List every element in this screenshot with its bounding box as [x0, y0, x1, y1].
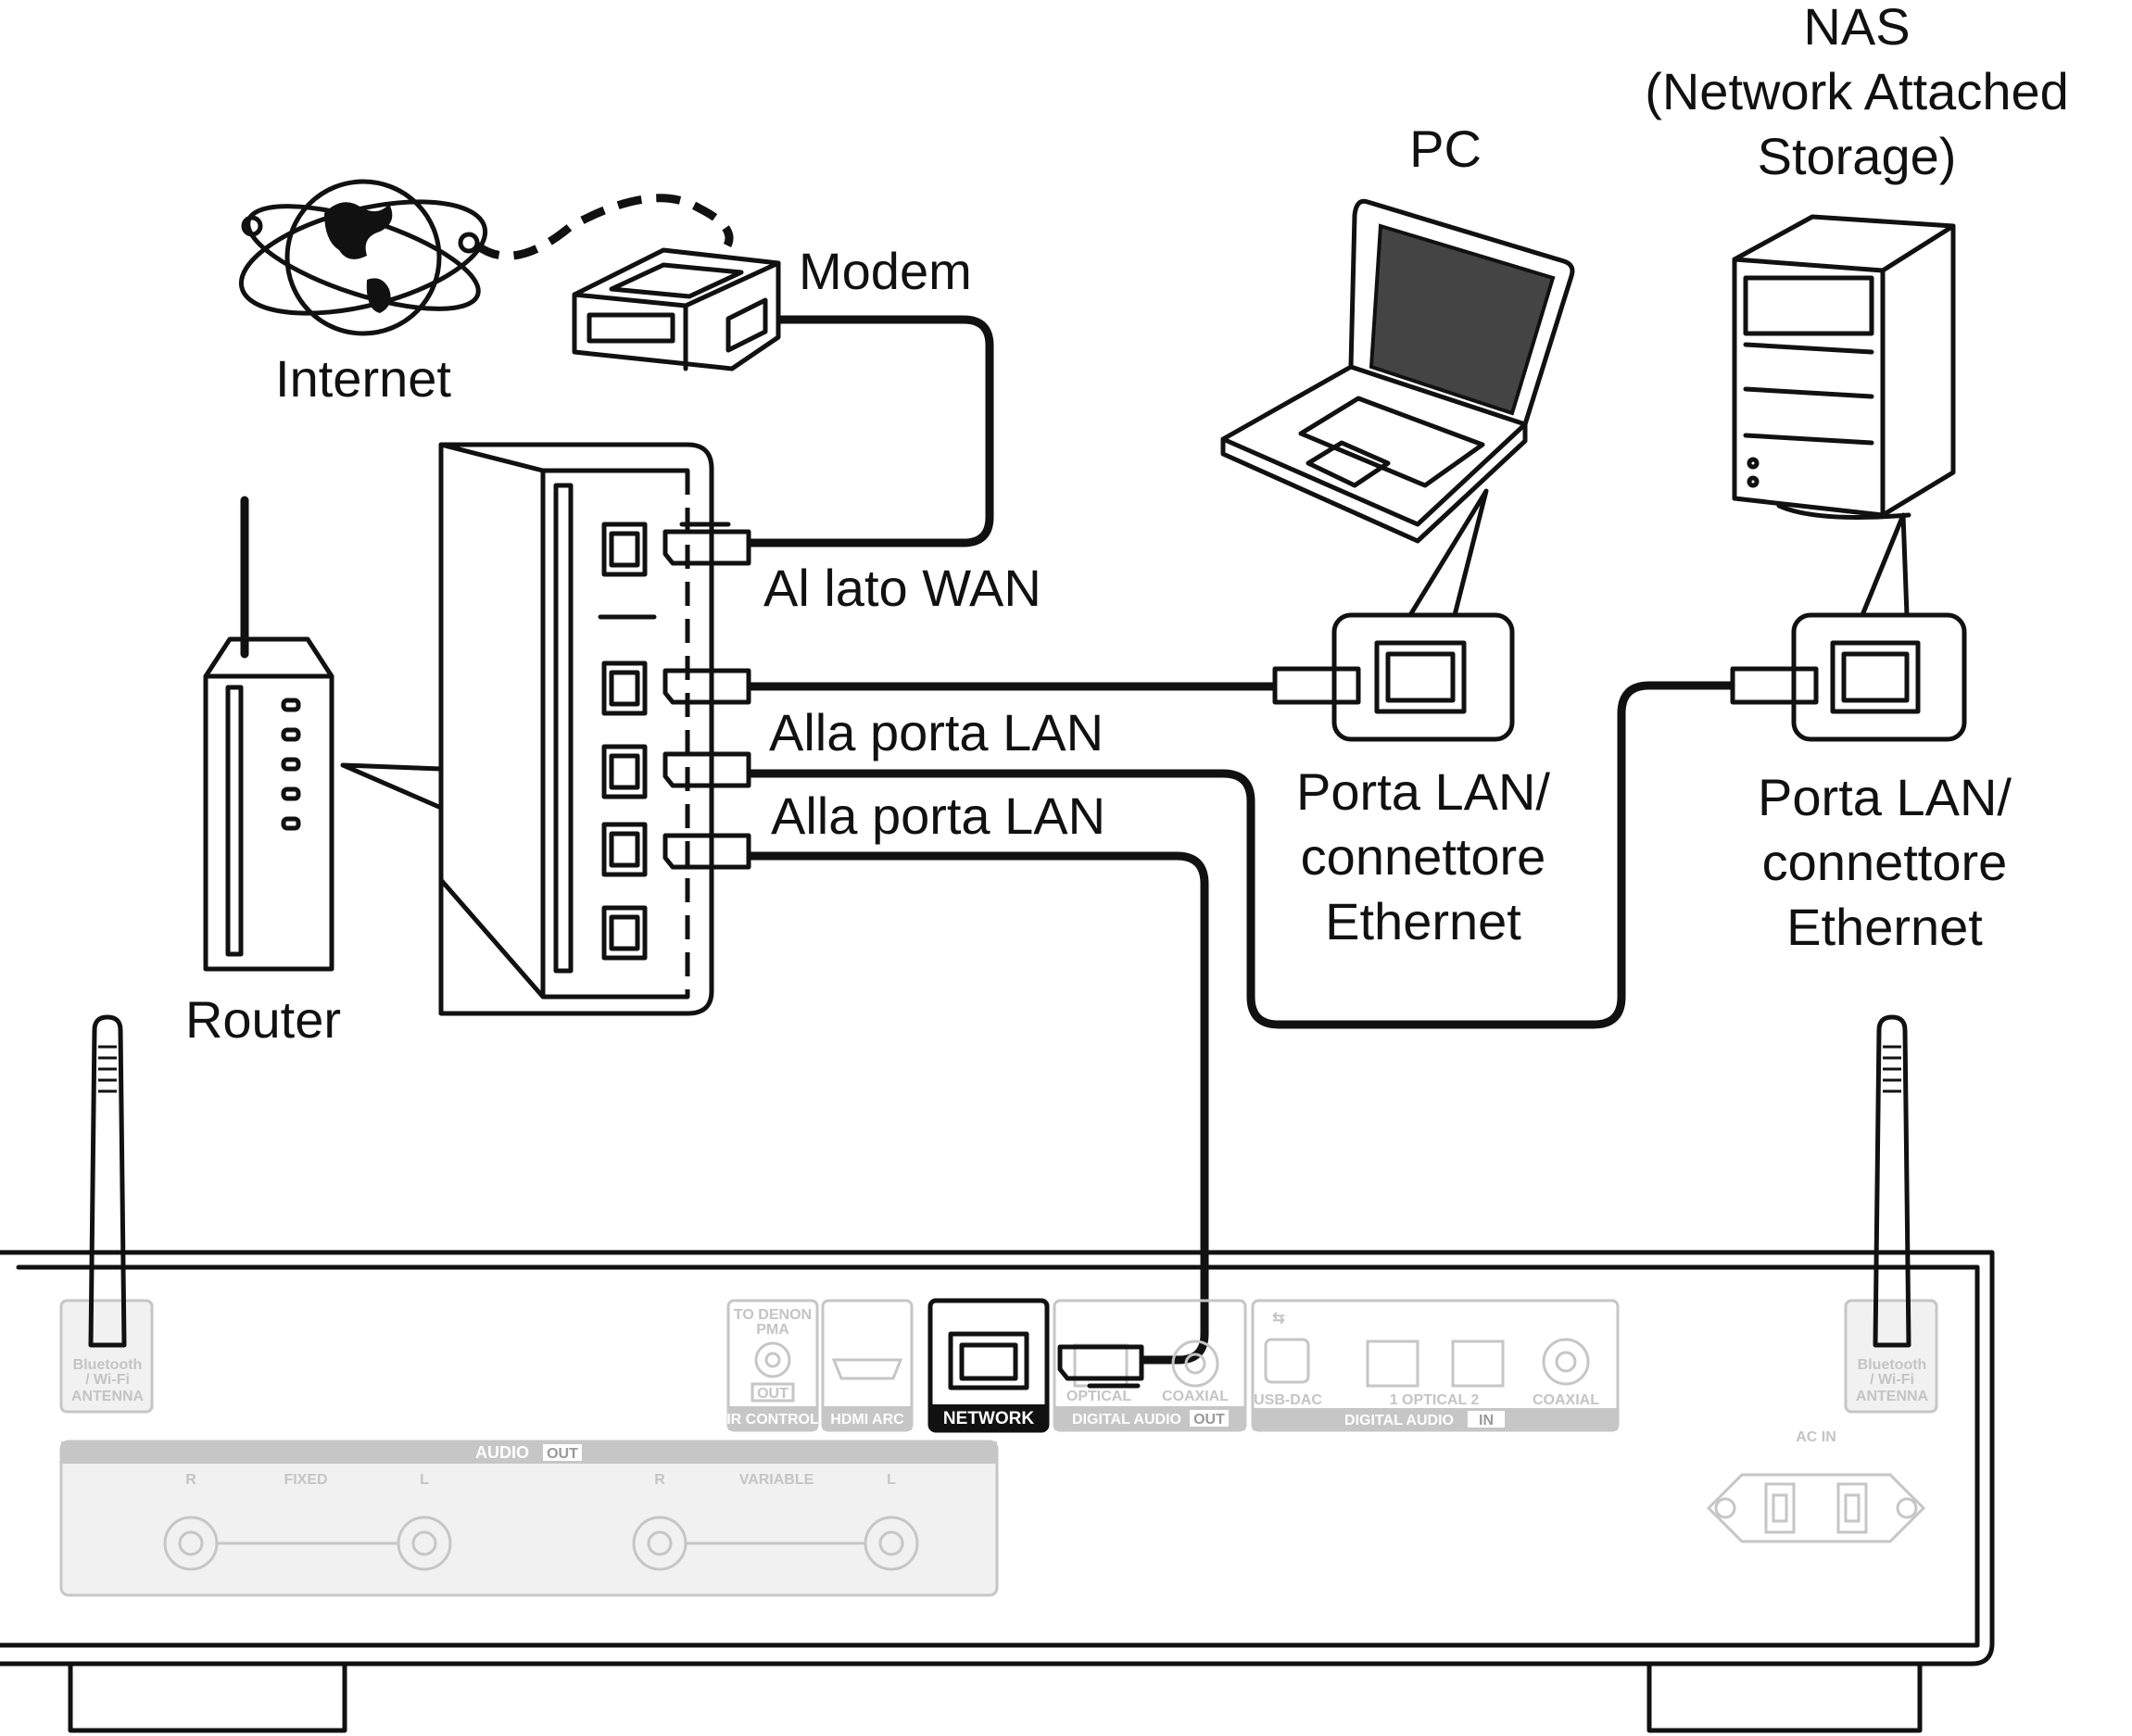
- modem-icon: [572, 247, 781, 371]
- svg-text:ANTENNA: ANTENNA: [1856, 1389, 1929, 1404]
- svg-text:R: R: [185, 1472, 196, 1488]
- pc-port-label-1: Porta LAN/: [1296, 762, 1550, 821]
- router-label: Router: [185, 990, 341, 1049]
- nas-tower-icon: [1732, 214, 1956, 520]
- pc-port-label-3: Ethernet: [1325, 892, 1521, 950]
- svg-text:OUT: OUT: [547, 1446, 578, 1462]
- svg-text:AC IN: AC IN: [1796, 1429, 1836, 1445]
- plug-lan-nas: [662, 751, 751, 788]
- router-lan-port-4: [601, 905, 648, 961]
- svg-text:IR CONTROL: IR CONTROL: [726, 1412, 819, 1428]
- router-lan-port-3: [601, 822, 648, 877]
- internet-globe-icon: [238, 179, 488, 336]
- plug-lan-pc: [662, 668, 751, 705]
- network-port-label: NETWORK: [943, 1409, 1034, 1428]
- svg-text:/ Wi-Fi: / Wi-Fi: [1870, 1372, 1914, 1388]
- network-port: NETWORK: [927, 1298, 1050, 1433]
- svg-text:Bluetooth: Bluetooth: [73, 1357, 143, 1373]
- nas-port-label-3: Ethernet: [1786, 898, 1983, 956]
- nas-port-label-2: connettore: [1762, 833, 2008, 891]
- router-lan-port-2: [601, 744, 648, 799]
- svg-text:OUT: OUT: [1193, 1412, 1225, 1428]
- nas-port-label-1: Porta LAN/: [1758, 768, 2012, 826]
- nas-label-2: (Network Attached: [1645, 62, 2069, 120]
- svg-text:VARIABLE: VARIABLE: [739, 1472, 814, 1488]
- antenna-left: Bluetooth / Wi-Fi ANTENNA: [59, 1014, 154, 1414]
- ac-in-socket: AC IN: [1706, 1429, 1926, 1543]
- svg-text:TO DENON: TO DENON: [734, 1307, 812, 1323]
- svg-text:OUT: OUT: [757, 1386, 788, 1402]
- lan-label-2: Alla porta LAN: [771, 786, 1105, 845]
- router-rear-callout: [438, 442, 751, 1016]
- svg-text:L: L: [420, 1472, 429, 1488]
- plug-lan-receiver: [662, 833, 751, 870]
- nas-label-3: Storage): [1758, 127, 1957, 185]
- svg-text:AUDIO: AUDIO: [475, 1443, 529, 1462]
- svg-text:IN: IN: [1479, 1413, 1494, 1428]
- wan-label: Al lato WAN: [763, 559, 1041, 617]
- receiver-rear-panel: [0, 1250, 1995, 1733]
- svg-text:COAXIAL: COAXIAL: [1162, 1389, 1229, 1404]
- digital-audio-out-ports: OPTICAL COAXIAL DIGITAL AUDIO OUT: [1053, 1299, 1247, 1432]
- digital-audio-in-ports: ⇆ USB-DAC 1 OPTICAL 2 COAXIAL DIGITAL AU…: [1251, 1299, 1620, 1432]
- pc-port-label-2: connettore: [1301, 827, 1546, 886]
- router-lan-port-1: [601, 660, 648, 716]
- svg-text:DIGITAL AUDIO: DIGITAL AUDIO: [1072, 1412, 1181, 1428]
- svg-text:DIGITAL AUDIO: DIGITAL AUDIO: [1344, 1413, 1454, 1428]
- audio-out-ports: AUDIO OUT FIXED VARIABLE R L R L: [59, 1440, 999, 1597]
- antenna-right: Bluetooth / Wi-Fi ANTENNA: [1844, 1014, 1938, 1414]
- pc-lan-port-callout: [1272, 612, 1515, 742]
- internet-label: Internet: [275, 349, 451, 408]
- svg-text:HDMI ARC: HDMI ARC: [830, 1412, 904, 1428]
- lan-label-1: Alla porta LAN: [769, 703, 1104, 761]
- pc-laptop-icon: [1220, 198, 1575, 544]
- router-icon: [203, 496, 334, 972]
- hdmi-arc-port: HDMI ARC: [821, 1299, 914, 1432]
- nas-lan-port-callout: [1730, 612, 1967, 742]
- ir-control-port: TO DENON PMA OUT IR CONTROL: [726, 1299, 819, 1432]
- svg-text:USB-DAC: USB-DAC: [1254, 1392, 1322, 1408]
- svg-text:/ Wi-Fi: / Wi-Fi: [85, 1372, 130, 1388]
- svg-text:R: R: [654, 1472, 665, 1488]
- svg-text:PMA: PMA: [756, 1322, 789, 1338]
- pc-label: PC: [1409, 120, 1482, 178]
- svg-text:OPTICAL: OPTICAL: [1066, 1389, 1131, 1404]
- plug-wan: [662, 522, 751, 566]
- svg-text:L: L: [887, 1472, 896, 1488]
- modem-label: Modem: [799, 242, 972, 300]
- nas-label-1: NAS: [1803, 0, 1910, 56]
- svg-text:COAXIAL: COAXIAL: [1533, 1392, 1599, 1408]
- svg-text:Bluetooth: Bluetooth: [1858, 1357, 1927, 1373]
- svg-text:ANTENNA: ANTENNA: [71, 1389, 145, 1404]
- svg-text:1 OPTICAL 2: 1 OPTICAL 2: [1390, 1392, 1480, 1408]
- svg-text:FIXED: FIXED: [284, 1472, 327, 1488]
- svg-text:⇆: ⇆: [1272, 1311, 1284, 1327]
- router-wan-port: [601, 522, 648, 577]
